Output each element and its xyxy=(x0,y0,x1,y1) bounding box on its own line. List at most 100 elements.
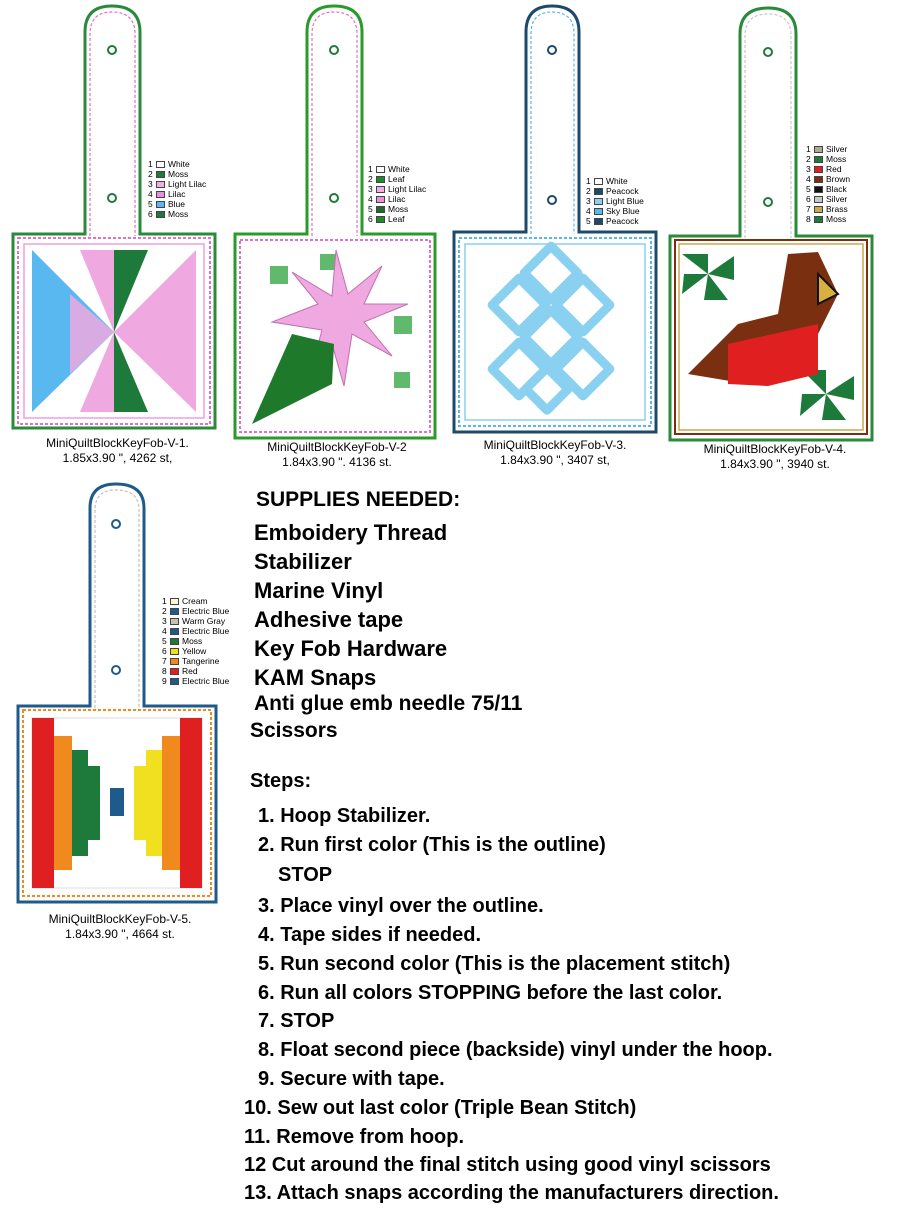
fob-3-outline xyxy=(452,4,658,434)
fob-1-caption: MiniQuiltBlockKeyFob-V-1. 1.85x3.90 ", 4… xyxy=(15,436,220,466)
fob-5-caption: MiniQuiltBlockKeyFob-V-5. 1.84x3.90 ", 4… xyxy=(20,912,220,942)
legend-number: 8 xyxy=(162,666,167,676)
step-item: 4. Tape sides if needed. xyxy=(258,924,482,946)
step-item: 11. Remove from hoop. xyxy=(244,1126,465,1148)
legend-swatch xyxy=(170,677,179,685)
legend-number: 6 xyxy=(806,194,811,204)
legend-number: 1 xyxy=(368,164,373,174)
supply-item: Marine Vinyl xyxy=(254,578,384,603)
legend-color-name: White xyxy=(388,164,410,174)
legend-number: 9 xyxy=(162,676,167,686)
legend-number: 3 xyxy=(586,196,591,206)
legend-swatch xyxy=(814,205,823,213)
legend-color-name: Electric Blue xyxy=(182,676,230,686)
legend-row: 1 White xyxy=(586,176,644,186)
legend-number: 5 xyxy=(806,184,811,194)
legend-row: 1 White xyxy=(148,159,206,169)
legend-number: 4 xyxy=(148,189,153,199)
legend-number: 3 xyxy=(162,616,167,626)
legend-swatch xyxy=(170,657,179,665)
legend-swatch xyxy=(376,175,385,183)
legend-swatch xyxy=(376,215,385,223)
legend-number: 8 xyxy=(806,214,811,224)
fob-4-outline xyxy=(668,6,874,442)
legend-swatch xyxy=(814,175,823,183)
legend-swatch xyxy=(156,160,165,168)
legend-color-name: White xyxy=(606,176,628,186)
fob-3-caption: MiniQuiltBlockKeyFob-V-3. 1.84x3.90 ", 3… xyxy=(455,438,655,468)
legend-swatch xyxy=(170,627,179,635)
step-item: 13. Attach snaps according the manufactu… xyxy=(244,1182,779,1204)
step-item: 2. Run first color (This is the outline) xyxy=(258,834,606,856)
legend-swatch xyxy=(814,165,823,173)
legend-color-name: White xyxy=(168,159,190,169)
legend-number: 5 xyxy=(162,636,167,646)
legend-color-name: Black xyxy=(826,184,847,194)
legend-number: 6 xyxy=(368,214,373,224)
legend-color-name: Leaf xyxy=(388,214,405,224)
legend-color-name: Lilac xyxy=(168,189,186,199)
fob-1-caption-name: MiniQuiltBlockKeyFob-V-1. xyxy=(46,436,189,450)
legend-color-name: Moss xyxy=(826,214,847,224)
legend-swatch xyxy=(814,185,823,193)
supply-item: Anti glue emb needle 75/11 xyxy=(254,692,523,715)
step-item: 8. Float second piece (backside) vinyl u… xyxy=(258,1039,773,1061)
legend-row: 8 Moss xyxy=(806,214,850,224)
fob-5-caption-size: 1.84x3.90 ", 4664 st. xyxy=(65,927,175,941)
fob-5-caption-name: MiniQuiltBlockKeyFob-V-5. xyxy=(48,912,192,926)
legend-number: 1 xyxy=(586,176,591,186)
legend-swatch xyxy=(594,217,603,225)
legend-row: 1 White xyxy=(368,164,426,174)
legend-number: 5 xyxy=(368,204,373,214)
legend-color-name: Red xyxy=(826,164,842,174)
legend-swatch xyxy=(170,637,179,645)
legend-number: 4 xyxy=(368,194,373,204)
legend-number: 1 xyxy=(162,596,167,606)
step-item: 6. Run all colors STOPPING before the la… xyxy=(258,982,723,1004)
legend-swatch xyxy=(814,215,823,223)
fob-1-caption-size: 1.85x3.90 ", 4262 st, xyxy=(62,451,173,465)
legend-number: 5 xyxy=(586,216,591,226)
legend-number: 1 xyxy=(148,159,153,169)
supply-item: Key Fob Hardware xyxy=(254,636,448,661)
legend-number: 3 xyxy=(806,164,811,174)
legend-number: 2 xyxy=(806,154,811,164)
legend-row: 5 Black xyxy=(806,184,850,194)
legend-color-name: Yellow xyxy=(182,646,207,656)
legend-number: 2 xyxy=(162,606,167,616)
legend-color-name: Peacock xyxy=(606,186,639,196)
fob-2-caption-name: MiniQuiltBlockKeyFob-V-2 xyxy=(267,440,407,454)
supply-item: Emboidery Thread xyxy=(254,520,448,545)
fob-2-caption: MiniQuiltBlockKeyFob-V-2 1.84x3.90 ". 41… xyxy=(237,440,437,470)
legend-color-name: Moss xyxy=(826,154,847,164)
legend-swatch xyxy=(156,180,165,188)
legend-number: 4 xyxy=(586,206,591,216)
legend-swatch xyxy=(156,210,165,218)
legend-number: 3 xyxy=(148,179,153,189)
legend-swatch xyxy=(170,597,179,605)
step-item: 10. Sew out last color (Triple Bean Stit… xyxy=(244,1097,637,1119)
supplies-heading: SUPPLIES NEEDED: xyxy=(256,488,461,511)
fob-3-caption-name: MiniQuiltBlockKeyFob-V-3. xyxy=(483,438,627,452)
legend-swatch xyxy=(156,200,165,208)
legend-color-name: Moss xyxy=(388,204,409,214)
legend-row: 2 Moss xyxy=(806,154,850,164)
legend-color-name: Light Lilac xyxy=(388,184,427,194)
legend-color-name: Brown xyxy=(826,174,851,184)
legend-color-name: Warm Gray xyxy=(182,616,226,626)
legend-color-name: Red xyxy=(182,666,198,676)
legend-swatch xyxy=(170,647,179,655)
